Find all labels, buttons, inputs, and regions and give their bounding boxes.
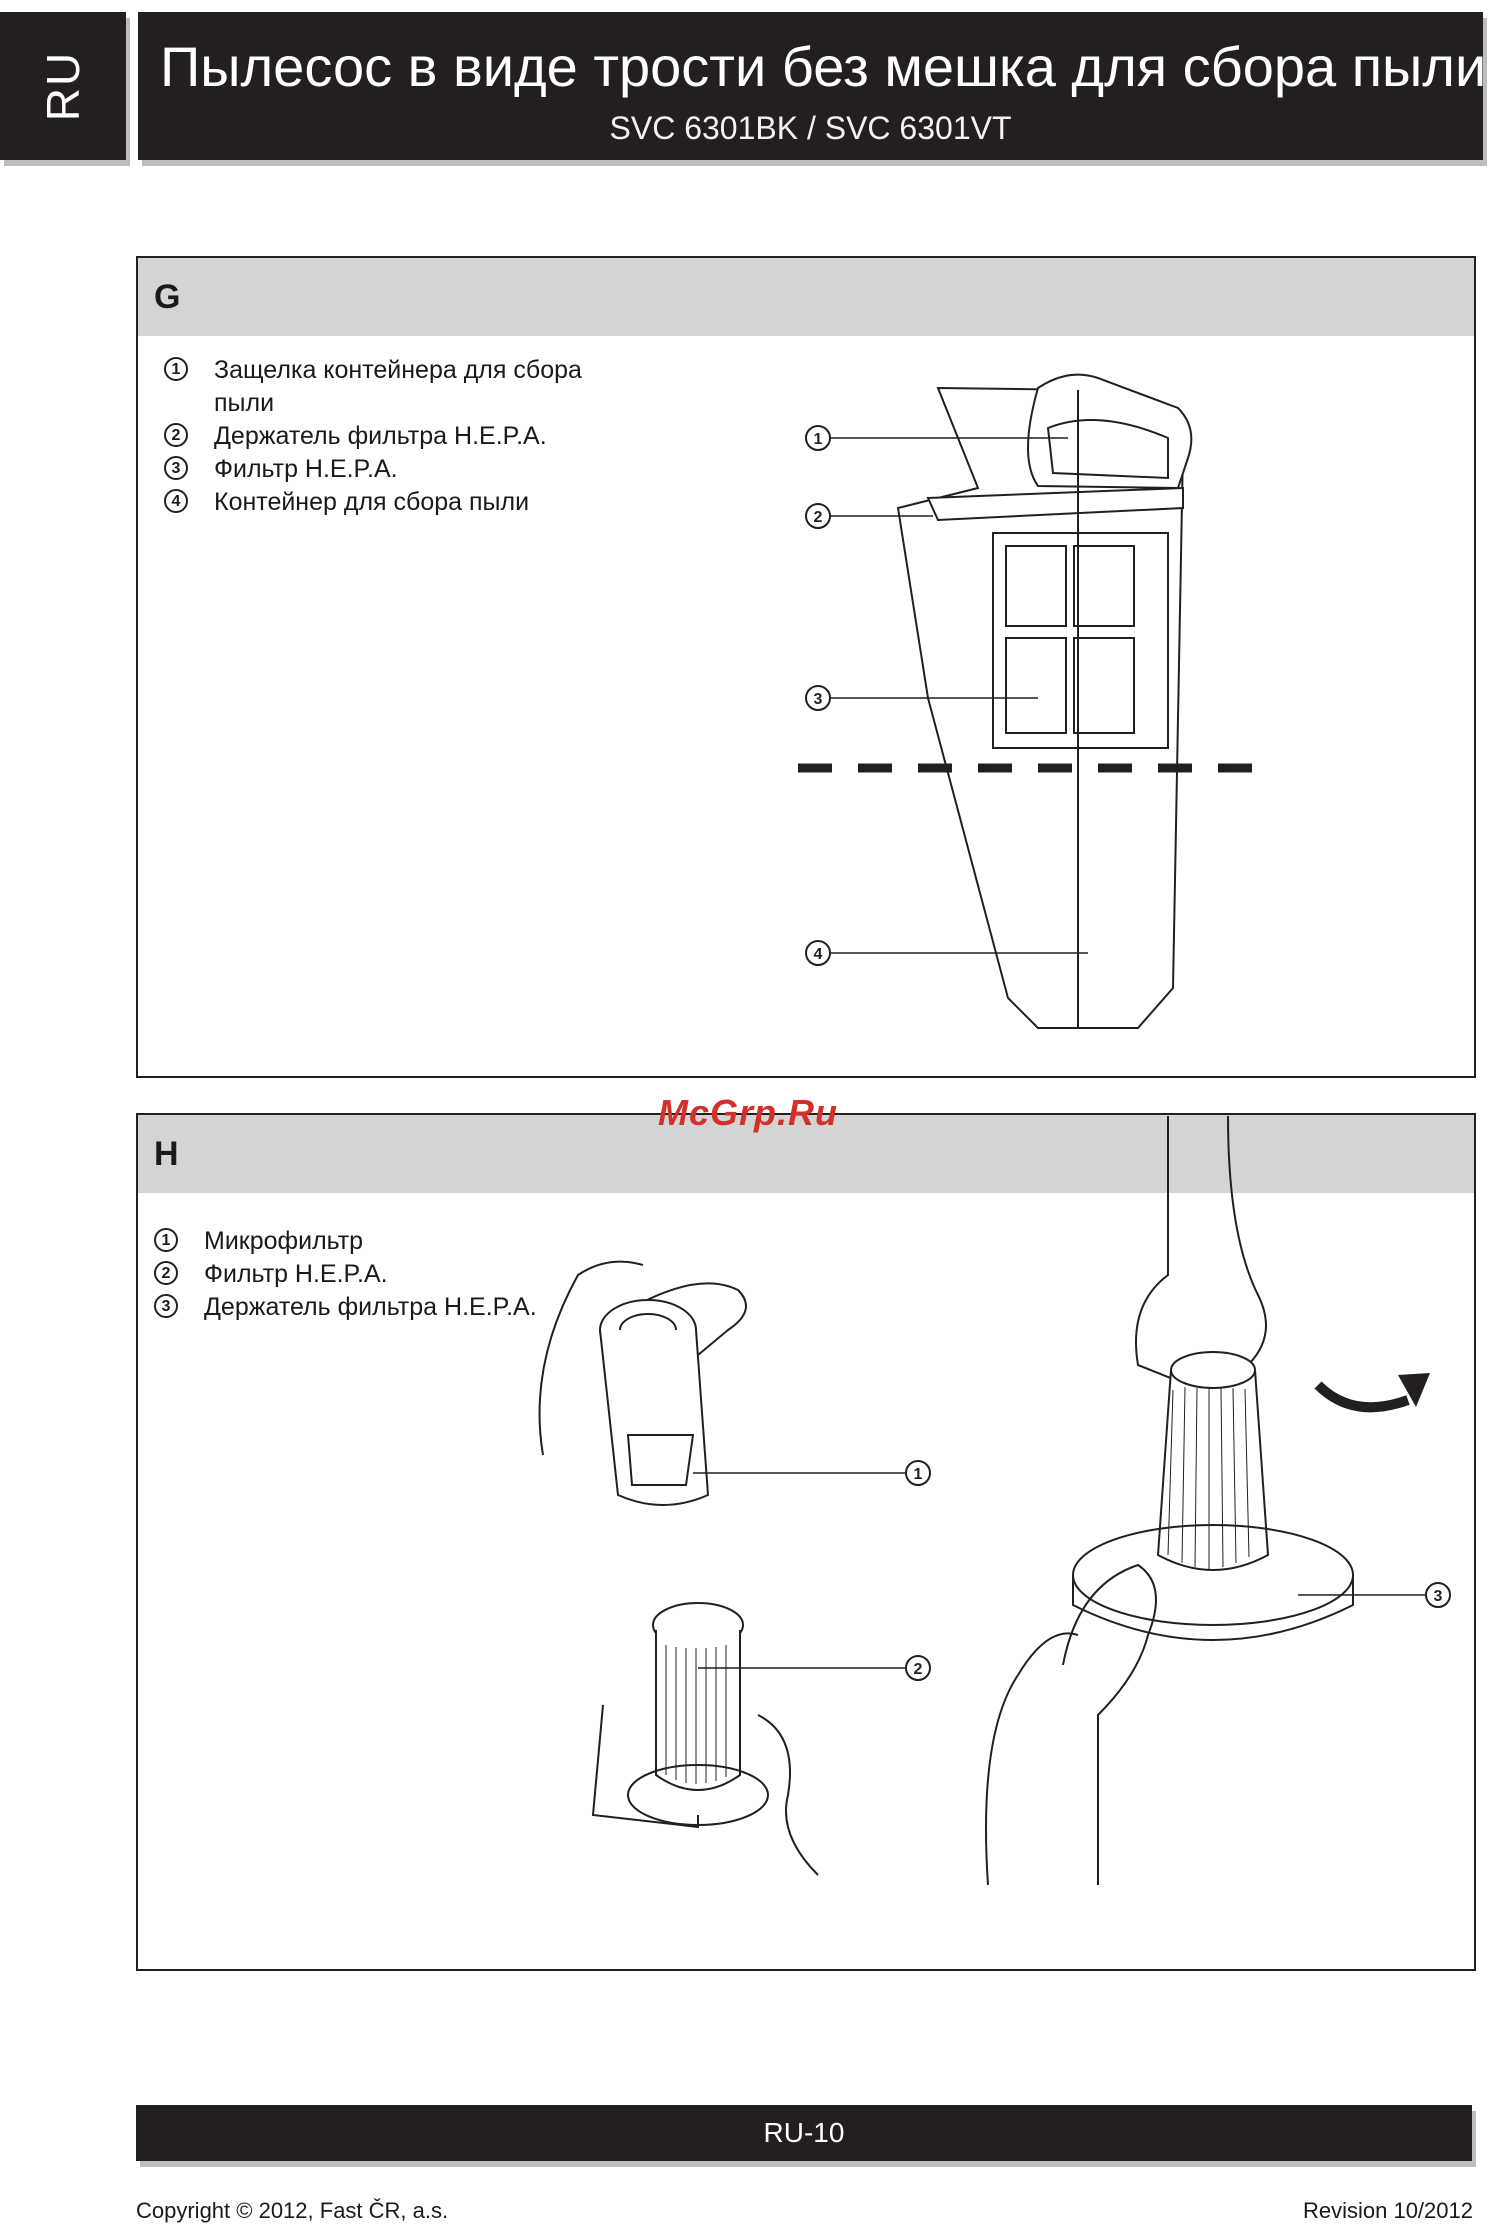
page-title: Пылесос в виде трости без мешка для сбор… xyxy=(160,35,1487,98)
legend-label: Защелка контейнера для сбора xyxy=(214,356,582,384)
callout-number: 1 xyxy=(814,431,823,448)
legend-item: 1 Защелка контейнера для сбора пыли xyxy=(164,354,582,420)
legend-item: 2 Держатель фильтра H.E.P.A. xyxy=(164,420,582,453)
legend-label: Фильтр H.E.P.A. xyxy=(204,1260,388,1288)
legend-label: Контейнер для сбора пыли xyxy=(214,488,530,516)
item-number: 1 xyxy=(154,1228,178,1252)
header-bar: Пылесос в виде трости без мешка для сбор… xyxy=(138,12,1487,160)
legend-item: 3 Фильтр H.E.P.A. xyxy=(164,453,582,486)
section-g-header: G xyxy=(138,258,1474,336)
language-tab: RU xyxy=(0,12,126,160)
model-subtitle: SVC 6301BK / SVC 6301VT xyxy=(609,110,1012,146)
item-number: 2 xyxy=(164,423,188,447)
legend-label: Фильтр H.E.P.A. xyxy=(214,455,398,483)
language-code: RU xyxy=(37,50,89,122)
legend-label: Микрофильтр xyxy=(204,1227,364,1255)
legend-label-continued: пыли xyxy=(214,389,275,417)
callout-number: 4 xyxy=(814,946,823,963)
section-h-header: H xyxy=(138,1115,1474,1193)
item-number: 3 xyxy=(164,456,188,480)
section-h-letter: H xyxy=(154,1135,179,1173)
item-number: 3 xyxy=(154,1294,178,1318)
watermark-text: McGrp.Ru xyxy=(658,1092,839,1133)
footer-bar: RU-10 xyxy=(136,2105,1472,2161)
legend-item: 1 Микрофильтр xyxy=(154,1225,537,1258)
callout-number: 1 xyxy=(914,1466,923,1483)
legend-label: Держатель фильтра H.E.P.A. xyxy=(214,422,547,450)
item-number: 4 xyxy=(164,489,188,513)
callout-number: 2 xyxy=(914,1661,923,1678)
section-g-panel: G 1 Защелка контейнера для сбора пыли 2 Д… xyxy=(136,256,1476,1078)
page-number: RU-10 xyxy=(763,2117,845,2148)
section-g-letter: G xyxy=(154,278,181,316)
legend-item: 2 Фильтр H.E.P.A. xyxy=(154,1258,537,1291)
section-h-legend: 1 Микрофильтр 2 Фильтр H.E.P.A. 3 Держат… xyxy=(154,1225,537,1324)
item-number: 1 xyxy=(164,357,188,381)
copyright-text: Copyright © 2012, Fast ČR, a.s. xyxy=(136,2198,449,2223)
legend-label: Держатель фильтра H.E.P.A. xyxy=(204,1293,537,1321)
filter-removal-illustration: 1 2 3 xyxy=(538,1115,1451,1886)
legend-item: 4 Контейнер для сбора пыли xyxy=(164,486,582,519)
callout-number: 2 xyxy=(814,509,823,526)
callout-number: 3 xyxy=(1434,1588,1443,1605)
revision-text: Revision 10/2012 xyxy=(1302,2198,1473,2223)
section-h-panel: H 1 Микрофильтр 2 Фильтр H.E.P.A. 3 Держ… xyxy=(136,1113,1476,1971)
section-g-legend: 1 Защелка контейнера для сбора пыли 2 Дер… xyxy=(164,354,582,519)
item-number: 2 xyxy=(154,1261,178,1285)
callout-number: 3 xyxy=(814,691,823,708)
dust-container-illustration: 1 2 3 4 xyxy=(798,373,1253,1029)
legend-item: 3 Держатель фильтра H.E.P.A. xyxy=(154,1291,537,1324)
